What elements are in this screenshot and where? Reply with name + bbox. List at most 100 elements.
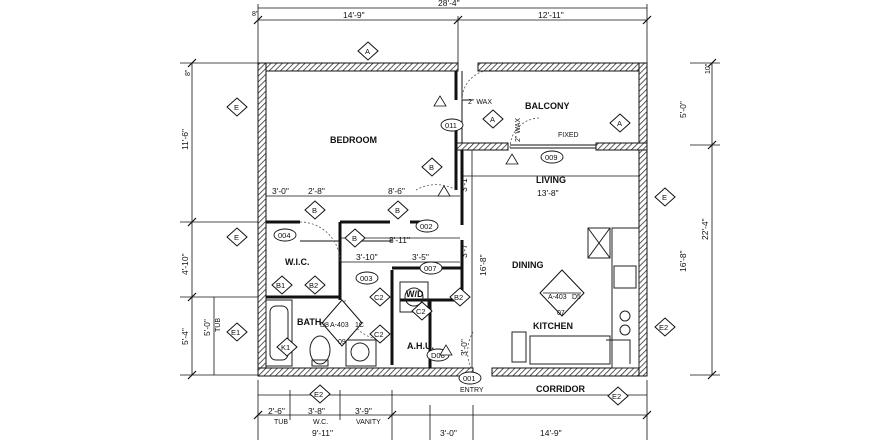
dim-top-overall: 28'-4" [438,0,460,8]
marker-a-top: A [365,47,370,56]
callout-bath-num: 09 [338,339,346,346]
marker-k1: K1 [281,343,290,352]
dim-mid1: 3'-10" [356,252,378,262]
kitchen-island [529,335,611,365]
dim-sub-wc: W.C. [313,419,328,426]
tag-003: 003 [360,274,373,283]
callout-bath-1c: 1C [355,322,364,329]
marker-a-balcony-right: A [617,119,622,128]
window-label-fixed: FIXED [558,132,579,139]
callout-kitchen-d5: D5 [572,294,581,301]
note-wax-1: 2" WAX [468,99,492,106]
toilet [309,335,331,365]
dim-bot-sum: 9'-11" [312,428,333,438]
marker-b1: B1 [276,281,285,290]
callout-kitchen-sheet: A-403 [548,294,567,301]
exterior-walls [257,62,648,377]
marker-e1-bath: E1 [231,328,240,337]
dim-wic-w: 3'-0" [272,186,289,196]
interior-walls [266,71,464,368]
dim-bot-wc: 3'-8" [308,406,325,416]
callout-bath-sheet: A-403 [330,322,349,329]
callout-bath-d8: D8 [320,322,329,329]
marker-b2-wd: B2 [454,293,463,302]
tag-007: 007 [424,264,437,273]
room-label-entry: ENTRY [460,387,484,394]
marker-c2-lower: C2 [374,330,384,339]
marker-e2-corridor: E2 [612,392,621,401]
marker-a-balcony-left: A [490,115,495,124]
marker-c2-wd: C2 [416,307,426,316]
room-label-bath: BATH [297,317,321,327]
tag-001: 001 [463,374,476,383]
marker-b2: B2 [309,281,318,290]
thin-walls [300,71,596,242]
bar-stool [511,331,527,363]
bathtub [265,299,293,367]
dimension-ticks [187,15,717,420]
marker-b-hall: B [429,163,434,172]
marker-b-closet: B [395,206,400,215]
dim-wall-10-right: 10" [705,63,712,74]
elevation-markers [226,41,676,406]
dim-right-living: 16'-8" [678,250,688,272]
dim-bot-entry: 3'-0" [440,428,457,438]
marker-e-bedroom: E [234,103,239,112]
dim-inner-dining: 16'-8" [478,254,488,276]
dim-wall-8-top: 8" [252,11,259,18]
dim-wic-w2: 2'-8" [308,186,325,196]
room-label-balcony: BALCONY [525,101,570,111]
dim-inner-b: 3'-7" [459,241,469,258]
dim-top-left: 14'-9" [343,10,365,20]
marker-e-living: E [662,193,667,202]
door-tags [273,118,564,385]
fridge [587,227,611,259]
dim-top-right: 12'-11" [538,10,564,20]
door-swings [299,69,541,373]
marker-e2-kitchen: E2 [659,323,668,332]
room-label-dining: DINING [512,260,544,270]
room-label-wd: W/D [406,289,424,299]
room-label-corridor: CORRIDOR [536,384,585,394]
dim-bot-tub: 2'-6" [268,406,285,416]
marker-e2-bath: E2 [314,390,323,399]
tag-011: 011 [445,121,457,130]
dim-mid2: 3'-5" [412,252,429,262]
dim-sub-tub-v: TUB [215,318,222,332]
room-label-wic: W.I.C. [285,257,310,267]
callout-kitchen-num: 07 [557,310,565,317]
vanity-sink [350,342,370,362]
dim-hall: 8'-11" [389,235,410,245]
dim-bed-closet: 8'-6" [388,186,405,196]
tag-d08: D08 [431,351,445,360]
dim-bot-vanity: 3'-9" [355,406,372,416]
dim-left-bed: 11'-6" [180,129,190,150]
dim-right-total: 22'-4" [700,218,710,240]
note-wax-2: 2" WAX [515,118,522,142]
dim-tub-len: 5'-0" [202,319,212,336]
dim-left-wic: 4'-10" [180,253,190,275]
tag-002: 002 [420,222,433,231]
marker-c2-upper: C2 [374,293,384,302]
dim-wall-8-left: 8" [185,69,192,76]
room-label-ahu: A.H.U. [407,341,434,351]
range-burners [619,310,631,322]
marker-b-wic: B [312,206,317,215]
revision-triangles [433,95,519,356]
dim-inner-a: 3'-1" [459,175,469,192]
marker-e-wic: E [234,233,239,242]
tag-009: 009 [545,153,558,162]
kitchen-counter [611,227,640,369]
dim-sub-vanity: VANITY [356,419,381,426]
dim-right-balc: 5'-0" [678,101,688,118]
dim-bot-right: 14'-9" [540,428,562,438]
room-label-bedroom: BEDROOM [330,135,377,145]
marker-b-hall2: B [352,234,357,243]
dim-living-w: 13'-8" [537,188,559,198]
dim-sub-tub: TUB [274,419,288,426]
room-label-kitchen: KITCHEN [533,321,573,331]
dim-left-bath: 5'-4" [180,328,190,345]
tag-004: 004 [278,231,291,240]
room-label-living: LIVING [536,175,566,185]
